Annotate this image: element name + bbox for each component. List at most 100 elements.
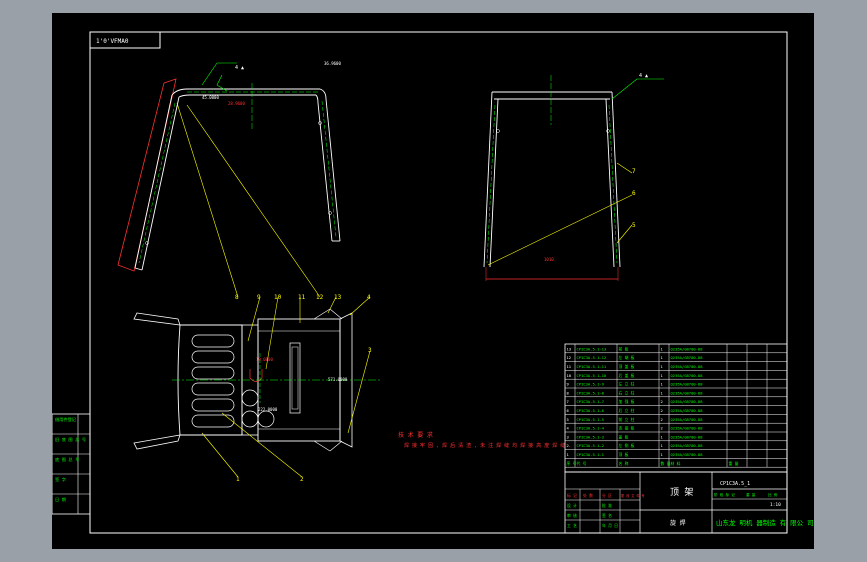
bom-cell-qty: 1 bbox=[661, 390, 664, 395]
side-label-0: 借用件登记 bbox=[55, 416, 77, 423]
bom-cell-code: CP1C3A.5.1-11 bbox=[577, 364, 607, 369]
balloon-9: 9 bbox=[257, 294, 261, 301]
bom-cell-mat: Q235A/GB700-88 bbox=[671, 364, 704, 369]
tb-label-process: 工 艺 bbox=[567, 523, 577, 528]
bom-cell-mat: Q235A/GB700-88 bbox=[671, 373, 704, 378]
bom-cell-code: CP1C3A.5.1-2 bbox=[577, 443, 604, 448]
bom-cell-code: CP1C3A.5.1-4 bbox=[577, 426, 605, 431]
side-label-2: 底 图 总 号 bbox=[55, 456, 79, 463]
bom-cell-name: 左 侧 板 bbox=[619, 443, 635, 448]
bom-cell-qty: 2 bbox=[661, 399, 663, 404]
bom-cell-name: 盖 板 bbox=[619, 434, 629, 439]
side-label-1: 旧 底 图 总 号 bbox=[55, 436, 86, 443]
bom-cell-qty: 1 bbox=[661, 452, 664, 457]
bom-header-code: 代 号 bbox=[577, 461, 587, 466]
balloon-10: 10 bbox=[274, 294, 282, 301]
dim-plan-2: 222.0000 bbox=[258, 407, 278, 412]
balloon-3: 3 bbox=[368, 347, 372, 354]
dim-side-angle: 45.0000 bbox=[202, 95, 219, 100]
bom-cell-mat: Q235A/GB700-88 bbox=[671, 355, 704, 360]
bom-cell-no: 6 bbox=[567, 408, 570, 413]
tech-requirements-title: 技 术 要 求 bbox=[398, 431, 433, 439]
tb-label-zone: 分 区 bbox=[602, 493, 612, 498]
balloon-13: 13 bbox=[334, 294, 342, 301]
tb-label-design: 设 计 bbox=[567, 503, 577, 508]
bom-cell-code: CP1C3A.5.1-5 bbox=[577, 417, 604, 422]
bom-cell-code: CP1C3A.5.1-1 bbox=[577, 452, 605, 457]
cad-drawing: 1'0'VFMA0 借用件登记 旧 底 图 总 号 底 图 总 号 签 字 日 … bbox=[51, 31, 814, 534]
bom-cell-mat: Q235A/GB700-88 bbox=[671, 426, 704, 431]
dim-plan-mid: 571.0000 bbox=[328, 377, 348, 382]
bom-cell-code: CP1C3A.5.1-10 bbox=[577, 373, 607, 378]
balloon-11: 11 bbox=[298, 294, 306, 301]
bom-cell-name: 加 强 板 bbox=[619, 399, 635, 404]
bom-cell-code: CP1C3A.5.1-3 bbox=[577, 434, 604, 439]
bom-cell-no: 3 bbox=[567, 434, 569, 439]
bom-cell-mat: Q235A/GB700-88 bbox=[671, 408, 704, 413]
tb-label-change: 更 改 文 件 号 bbox=[621, 493, 645, 498]
bom-cell-qty: 2 bbox=[661, 426, 663, 431]
bom-header-no: 序 号 bbox=[567, 461, 577, 466]
bom-cell-code: CP1C3A.5.1-13 bbox=[577, 346, 607, 351]
drawing-scale: 1:10 bbox=[770, 502, 781, 508]
tech-requirements-text: 焊 接 牢 固 , 焊 后 清 渣 , 未 注 焊 缝 均 焊 接 高 度 焊 … bbox=[404, 442, 571, 449]
balloon-1: 1 bbox=[236, 476, 240, 483]
bom-cell-mat: Q235A/GB700-88 bbox=[671, 346, 704, 351]
bom-cell-name: 顶 盖 板 bbox=[619, 364, 635, 369]
bom-cell-qty: 1 bbox=[661, 355, 664, 360]
bom-cell-name: 顶 板 bbox=[619, 452, 629, 457]
bom-cell-no: 5 bbox=[567, 417, 569, 422]
tb-label-date: 年 月 日 bbox=[602, 523, 618, 528]
bom-cell-qty: 1 bbox=[661, 443, 664, 448]
tb-label-sign: 签 名 bbox=[602, 513, 612, 518]
tb-label-review: 审 核 bbox=[567, 513, 577, 518]
bom-cell-mat: Q235A/GB700-88 bbox=[671, 417, 704, 422]
drawing-number: CP1C3A.5_1 bbox=[720, 481, 750, 487]
corner-tag-box bbox=[89, 31, 161, 49]
bom-header-qty: 数 量 bbox=[661, 461, 671, 466]
bom-cell-no: 1 bbox=[567, 452, 570, 457]
drawing-border bbox=[89, 31, 788, 534]
bom-cell-no: 11 bbox=[567, 364, 572, 369]
bom-cell-mat: Q235A/GB700-88 bbox=[671, 443, 704, 448]
title-block: 标 记 处 数 分 区 更 改 文 件 号 设 计 审 核 工 艺 批 准 签 … bbox=[564, 471, 814, 534]
balloon-7: 7 bbox=[632, 168, 636, 175]
tb-label-stage: 阶 段 标 记 bbox=[714, 492, 735, 497]
bom-cell-code: CP1C3A.5.1-8 bbox=[577, 390, 605, 395]
balloon-4a: 4 bbox=[367, 294, 371, 301]
bom-cell-mat: Q235A/GB700-88 bbox=[671, 434, 704, 439]
bom-cell-code: CP1C3A.5.1-7 bbox=[577, 399, 604, 404]
bom-cell-qty: 2 bbox=[661, 417, 663, 422]
tb-label-approve: 批 准 bbox=[602, 503, 612, 508]
balloon-group: 8 9 10 11 12 13 4 3 1 2 7 6 5 bbox=[235, 168, 636, 483]
bom-cell-code: CP1C3A.5.1-12 bbox=[577, 355, 607, 360]
bom-cell-name: 左 端 板 bbox=[619, 355, 635, 360]
bom-cell-name: 左 立 柱 bbox=[619, 382, 635, 387]
bom-cell-qty: 1 bbox=[661, 373, 664, 378]
bom-cell-no: 2 bbox=[567, 443, 569, 448]
plan-view: 19.0000 571.0000 222.0000 bbox=[133, 308, 382, 452]
bom-cell-mat: Q235A/GB700-88 bbox=[671, 382, 704, 387]
leader-lines bbox=[176, 102, 371, 478]
balloon-8: 8 bbox=[235, 294, 239, 301]
dim-plan-1: 19.0000 bbox=[256, 357, 273, 362]
side-label-4: 日 期 bbox=[55, 497, 66, 503]
drawing-title: 顶 架 bbox=[670, 487, 693, 498]
dim-front-width: 1010 bbox=[544, 257, 554, 262]
bom-cell-name: 后 盖 板 bbox=[619, 373, 635, 378]
front-view: 1010 4 ▲ bbox=[483, 73, 664, 281]
bom-cell-name: 前 板 bbox=[619, 346, 629, 351]
bom-cell-no: 7 bbox=[567, 399, 569, 404]
bom-cell-no: 10 bbox=[567, 373, 572, 378]
tb-label-mark: 标 记 bbox=[567, 493, 577, 498]
bom-cell-code: CP1C3A.5.1-6 bbox=[577, 408, 605, 413]
corner-tag: 1'0'VFMA0 bbox=[96, 38, 129, 45]
side-view: 4 ▲ 36.9600 45.0000 28.9600 bbox=[117, 61, 341, 272]
bom-header-name: 名 称 bbox=[619, 461, 629, 466]
bom-cell-qty: 1 bbox=[661, 382, 664, 387]
bom-cell-mat: Q235A/GB700-88 bbox=[671, 452, 704, 457]
bom-cell-no: 4 bbox=[567, 426, 570, 431]
bom-header-weight: 重 量 bbox=[729, 461, 739, 466]
balloon-12: 12 bbox=[316, 294, 324, 301]
